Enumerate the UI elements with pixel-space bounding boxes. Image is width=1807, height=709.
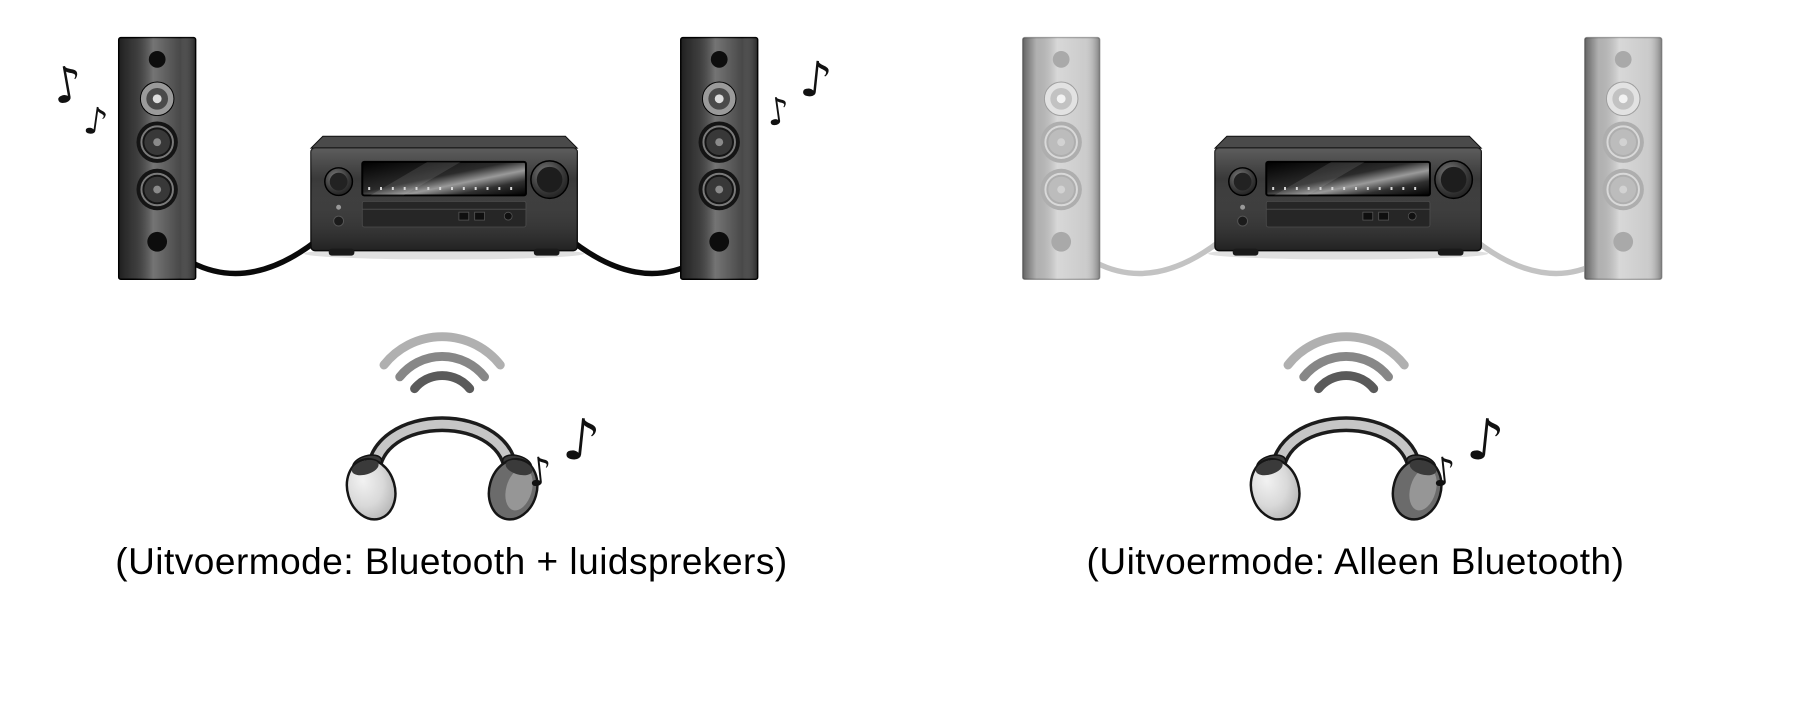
speaker-cable-left (1092, 232, 1231, 277)
speaker-cable-right (561, 232, 697, 277)
panel-bluetooth-plus-speakers: ♪ ♪ ♪ ♪ ♪ ♪ (Uitvoermode: Bluetooth + lu… (28, 14, 876, 583)
music-note-icon: ♪ (1429, 448, 1459, 496)
music-note-icon: ♪ (46, 54, 87, 117)
scene-bluetooth-only: ♪ ♪ ♪ ♪ ♪ ♪ (1022, 37, 1662, 537)
panel-caption: (Uitvoermode: Alleen Bluetooth) (1086, 540, 1625, 582)
music-note-icon: ♪ (559, 406, 602, 475)
music-note-icon: ♪ (81, 98, 111, 145)
av-receiver (1206, 134, 1490, 261)
panel-bluetooth-only: ♪ ♪ ♪ ♪ ♪ ♪ (Uitvoermode: Alleen Bluetoo… (932, 14, 1780, 583)
wireless-signal-icon (383, 337, 499, 389)
wireless-signal-icon (1287, 337, 1403, 389)
left-speaker-inactive (1022, 37, 1100, 280)
av-receiver (302, 134, 586, 261)
headphones-icon (339, 424, 543, 525)
music-note-icon: ♪ (797, 49, 834, 110)
speaker-cable-right (1465, 232, 1601, 277)
scene-bluetooth-plus-speakers: ♪ ♪ ♪ ♪ ♪ ♪ (46, 37, 834, 537)
right-speaker (680, 37, 758, 280)
panel-caption: (Uitvoermode: Bluetooth + luidsprekers) (115, 540, 788, 582)
left-speaker (118, 37, 196, 280)
bluetooth-output-mode-figure: ♪ ♪ ♪ ♪ ♪ ♪ (Uitvoermode: Bluetooth + lu… (28, 14, 1780, 583)
music-note-icon: ♪ (1463, 406, 1506, 475)
music-note-icon: ♪ (763, 88, 793, 135)
speaker-cable-left (188, 232, 327, 277)
right-speaker-inactive (1584, 37, 1662, 280)
headphones-icon (1243, 424, 1447, 525)
music-note-icon: ♪ (525, 448, 555, 496)
